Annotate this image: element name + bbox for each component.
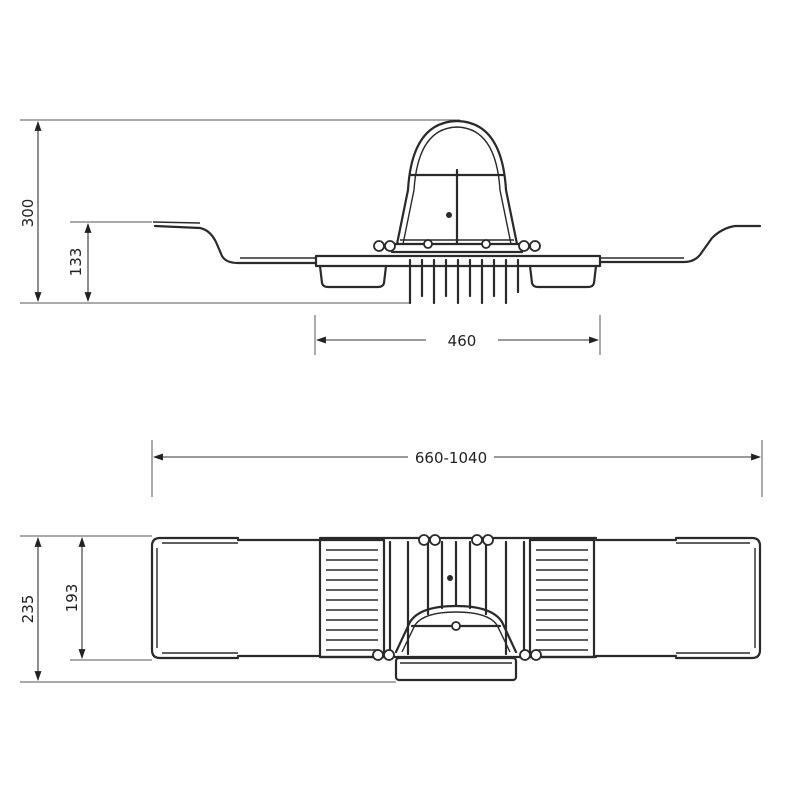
basket-inner — [401, 611, 511, 653]
dimension-label-133: 133 — [67, 248, 85, 277]
prongs — [408, 258, 520, 305]
left-slats — [326, 549, 378, 651]
knob — [530, 649, 542, 661]
knob — [373, 240, 385, 252]
right-slat-tray — [528, 538, 596, 659]
dimension-label-length: 660-1040 — [415, 449, 487, 467]
left-frame-inner — [156, 542, 238, 654]
basket-knob — [451, 621, 461, 631]
right-frame-inner — [676, 542, 756, 654]
knob — [519, 649, 531, 661]
left-frame-outer — [150, 536, 240, 660]
right-arm — [598, 224, 762, 264]
knob — [529, 240, 541, 252]
arch-inner — [402, 126, 512, 245]
arch-clip — [446, 212, 452, 218]
basket-outer — [394, 604, 518, 654]
arch-base — [390, 242, 524, 254]
knob — [481, 239, 491, 249]
right-frame-outer — [674, 536, 762, 660]
dimension-label-300: 300 — [19, 199, 37, 228]
left-arm-top — [152, 221, 201, 224]
knob — [482, 534, 494, 546]
right-slats — [536, 549, 588, 651]
knob — [423, 239, 433, 249]
knob — [429, 534, 441, 546]
left-slat-tray — [318, 538, 386, 659]
knob — [372, 649, 384, 661]
knob — [384, 240, 396, 252]
right-tray — [528, 264, 598, 289]
knob — [418, 534, 430, 546]
left-arm — [153, 224, 318, 265]
dimension-label-193: 193 — [63, 584, 81, 613]
side-view: 300 133 460 — [19, 119, 762, 355]
center-rods — [388, 540, 526, 656]
dimension-label-460: 460 — [448, 332, 477, 350]
center-clip — [447, 575, 453, 581]
top-view: 660-1040 — [19, 440, 763, 683]
knob — [518, 240, 530, 252]
knob — [471, 534, 483, 546]
arch-outer — [395, 119, 519, 246]
knob — [383, 649, 395, 661]
dimension-label-235: 235 — [19, 595, 37, 624]
left-tray — [318, 264, 388, 289]
basket-front — [394, 656, 518, 682]
